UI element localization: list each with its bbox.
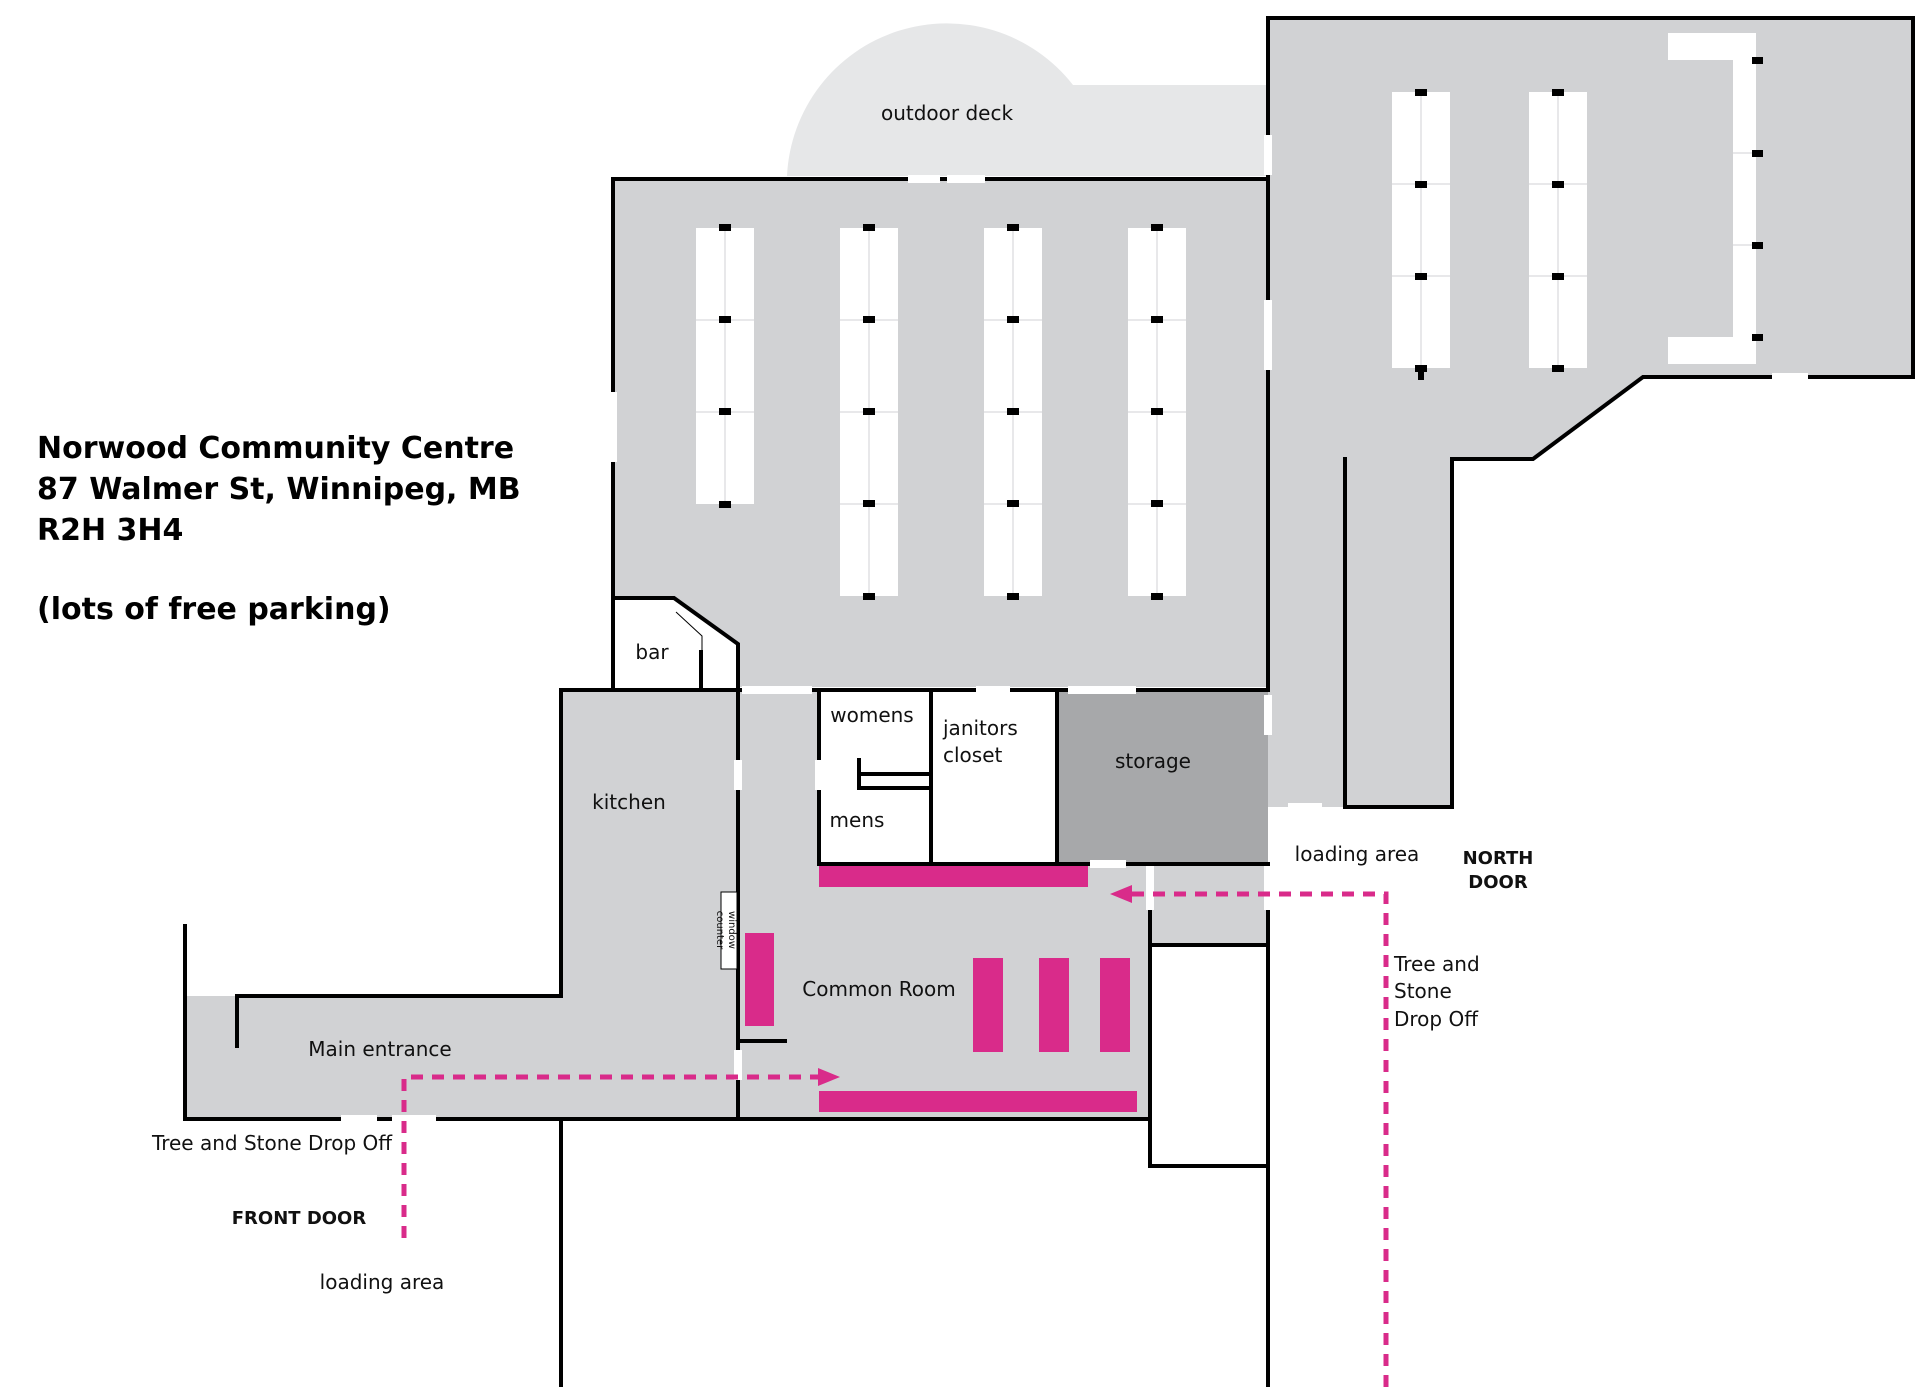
bar-floor [613,598,738,690]
womens-label: womens [830,703,913,727]
main-entrance-floor [185,996,738,1119]
front-door-route [401,1074,823,1238]
janitors-label-line1: janitors [942,716,1018,740]
storage-floor [1057,690,1268,864]
table-row [696,228,754,504]
dropoff-front-label: Tree and Stone Drop Off [151,1131,393,1155]
outdoor-deck [787,23,1266,177]
venue-postal-code: R2H 3H4 [37,513,184,548]
drop-off-routes [401,891,1389,1387]
table-row [1392,92,1450,368]
outdoor-deck-label: outdoor deck [881,101,1013,125]
loading-area-front-label: loading area [320,1270,445,1294]
east-hall-floor [1268,18,1913,807]
mens-label: mens [830,808,885,832]
venue-name: Norwood Community Centre [37,431,515,466]
venue-info: Norwood Community Centre 87 Walmer St, W… [37,428,521,630]
north-vestibule-floor [1150,864,1268,945]
common-room-tables [745,866,1137,1112]
kitchen-label: kitchen [592,790,666,814]
common-room-floor [738,864,1150,1119]
door-openings [341,135,1808,1123]
dropoff-north-label-line1: Tree and [1393,952,1480,976]
route-arrows [818,885,1132,1086]
entrance-vestibule-floor [185,996,237,1119]
womens-floor [819,690,931,864]
main-entrance-label: Main entrance [308,1037,451,1061]
common-room-label: Common Room [802,977,955,1001]
janitors-label-line2: closet [943,743,1003,767]
north-door-label-line1: NORTH [1463,848,1534,869]
bar-label: bar [635,640,669,664]
bar-counter [675,611,703,690]
dropoff-north-label-line3: Drop Off [1394,1007,1479,1031]
dropoff-north-label-line2: Stone [1394,979,1452,1003]
north-door-label-line2: DOOR [1468,872,1528,893]
window-counter-label-line2: counter [714,911,725,950]
arrow-right-icon [818,1068,840,1086]
loading-area-north-label: loading area [1295,842,1420,866]
storage-label: storage [1115,749,1191,773]
venue-address: 87 Walmer St, Winnipeg, MB [37,472,521,507]
floor-areas [185,18,1913,1119]
window-counter [720,891,738,970]
kitchen-floor [561,690,738,996]
chairs [719,57,1763,600]
head-table [1668,33,1756,364]
janitors-floor [931,690,1057,864]
corridor-floor [738,690,819,864]
front-door-label: FRONT DOOR [232,1208,367,1229]
north-door-route [1125,891,1389,1387]
table-row [1529,92,1587,368]
window-counter-label-line1: window [726,911,737,949]
parking-note: (lots of free parking) [37,592,391,627]
arrow-left-icon [1110,885,1132,903]
